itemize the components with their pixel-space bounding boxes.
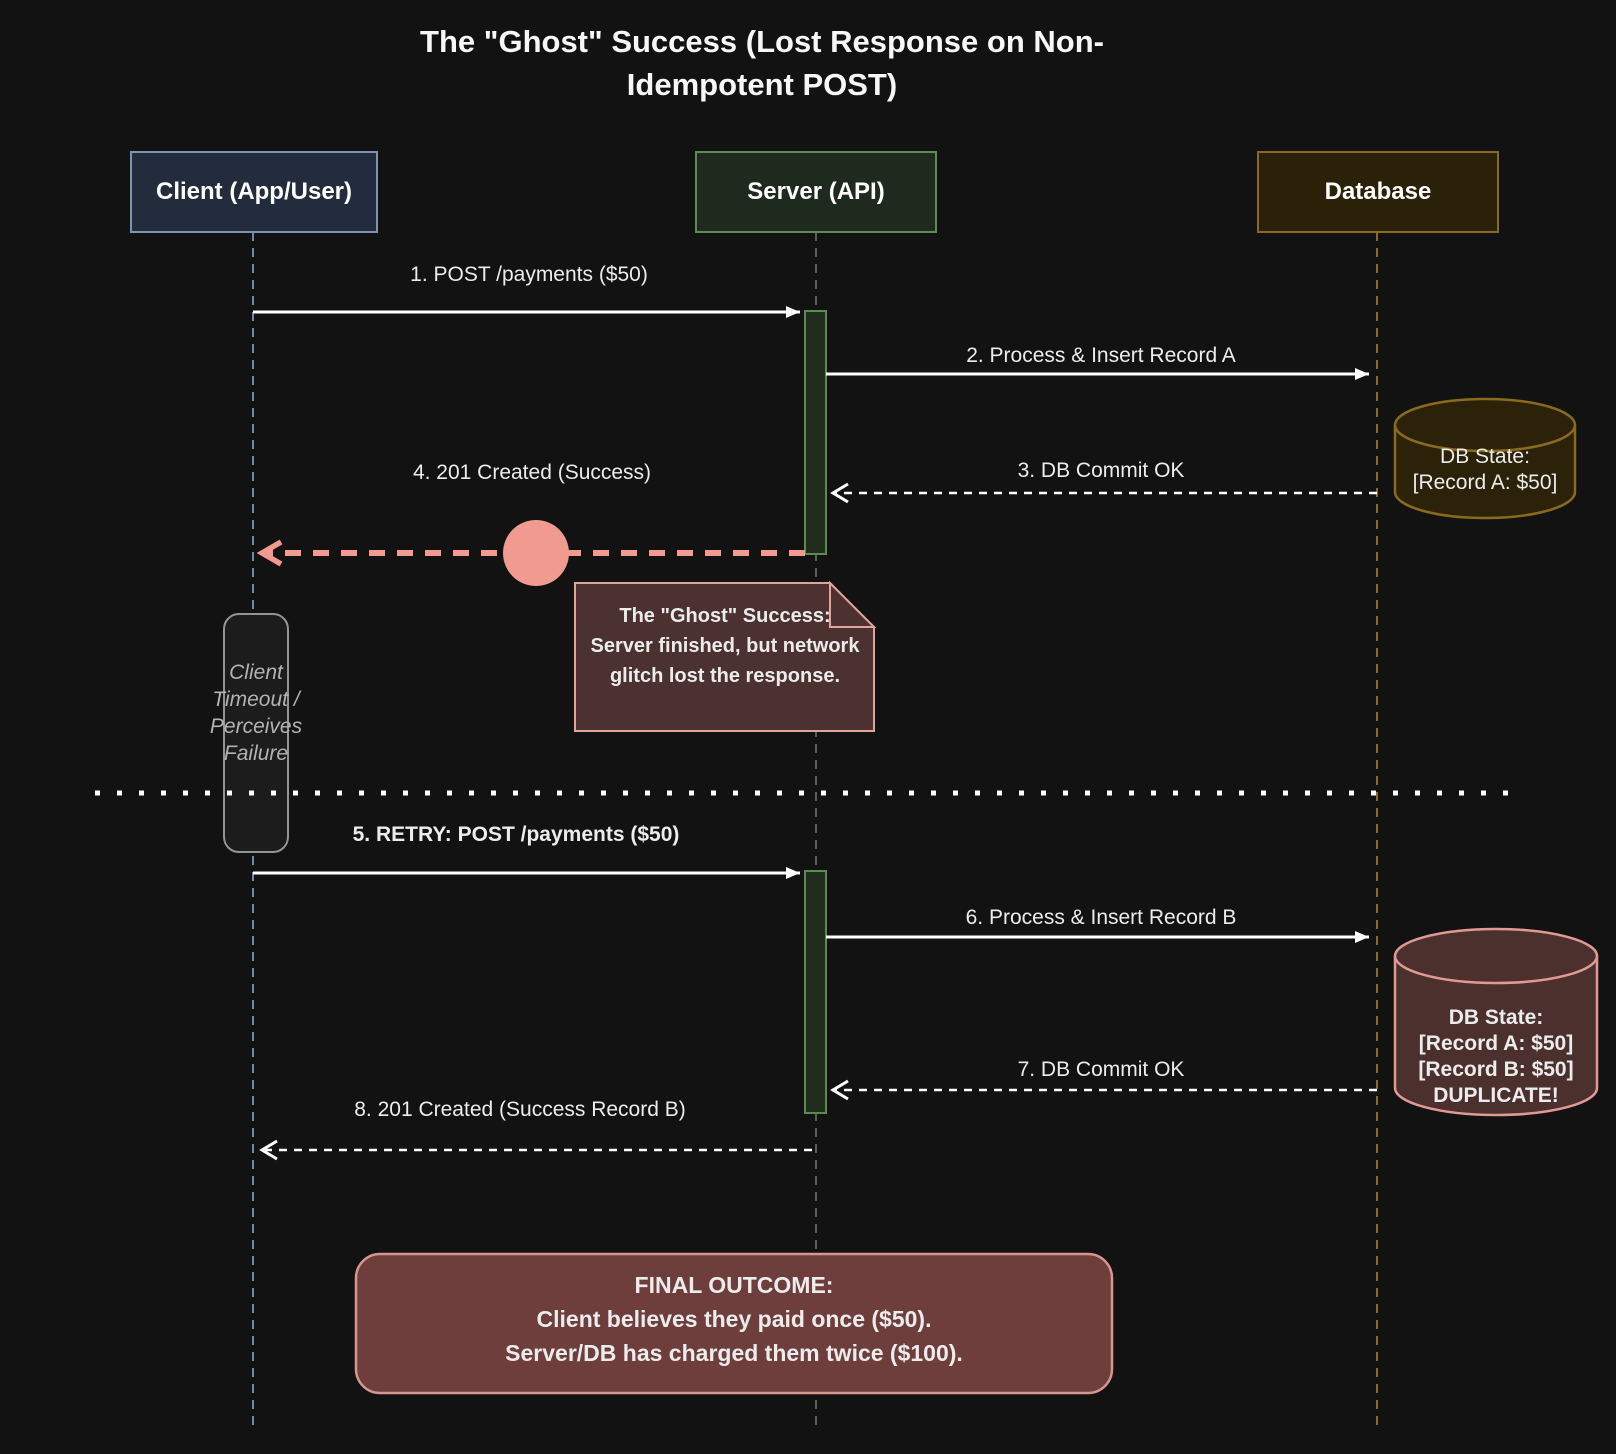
timeout-line-2: Timeout / [212, 688, 300, 711]
ghost-note [574, 580, 877, 732]
server-activation-2 [804, 870, 827, 1114]
message-3-label: 3. DB Commit OK [1017, 459, 1185, 482]
ghost-note-line-3: glitch lost the response. [609, 665, 841, 687]
db-state-2-line-4: DUPLICATE! [1433, 1084, 1559, 1107]
db-state-1-line-1: DB State: [1440, 445, 1530, 468]
timeout-line-4: Failure [223, 742, 289, 765]
message-1-label: 1. POST /payments ($50) [410, 263, 648, 286]
db-state-2-line-3: [Record B: $50] [1418, 1058, 1574, 1081]
final-outcome-line-2: Client believes they paid once ($50). [536, 1306, 932, 1332]
message-6-label: 6. Process & Insert Record B [965, 906, 1237, 929]
db-state-2-text: DB State: [Record A: $50] [Record B: $50… [1386, 1005, 1606, 1109]
server-activation-1 [804, 310, 827, 555]
ghost-note-line-1: The "Ghost" Success: [619, 605, 831, 627]
actor-label-server: Server (API) [747, 178, 885, 205]
actor-box-database [1257, 151, 1499, 233]
client-timeout-text: Client Timeout / Perceives Failure [191, 659, 321, 767]
db-state-2-line-1: DB State: [1448, 1006, 1544, 1029]
db-state-1-cylinder [1393, 397, 1577, 520]
actor-label-database: Database [1324, 178, 1432, 205]
final-outcome-line-1: FINAL OUTCOME: [634, 1272, 834, 1298]
lost-message-dot [503, 520, 569, 586]
message-2-label: 2. Process & Insert Record A [966, 344, 1236, 367]
timeout-line-3: Perceives [209, 715, 303, 738]
ghost-note-text: The "Ghost" Success: Server finished, bu… [575, 601, 875, 691]
message-4-label: 4. 201 Created (Success) [412, 461, 652, 484]
actor-label-client: Client (App/User) [155, 178, 352, 205]
db-state-1-text: DB State: [Record A: $50] [1375, 444, 1595, 496]
message-7-label: 7. DB Commit OK [1017, 1058, 1185, 1081]
final-outcome-box [354, 1252, 1114, 1395]
actor-box-client [130, 151, 378, 233]
db-state-1-line-2: [Record A: $50] [1412, 471, 1558, 494]
db-state-2-cylinder [1393, 927, 1599, 1117]
ghost-note-line-2: Server finished, but network [590, 635, 860, 657]
message-8-label: 8. 201 Created (Success Record B) [354, 1098, 686, 1121]
timeout-line-1: Client [229, 661, 283, 684]
final-outcome-line-3: Server/DB has charged them twice ($100). [505, 1340, 963, 1366]
actor-box-server [695, 151, 937, 233]
final-outcome-text: FINAL OUTCOME: Client believes they paid… [356, 1268, 1112, 1370]
message-5-label: 5. RETRY: POST /payments ($50) [352, 823, 680, 846]
diagram-title: The "Ghost" Success (Lost Response on No… [420, 24, 1104, 102]
db-state-2-line-2: [Record A: $50] [1418, 1032, 1574, 1055]
